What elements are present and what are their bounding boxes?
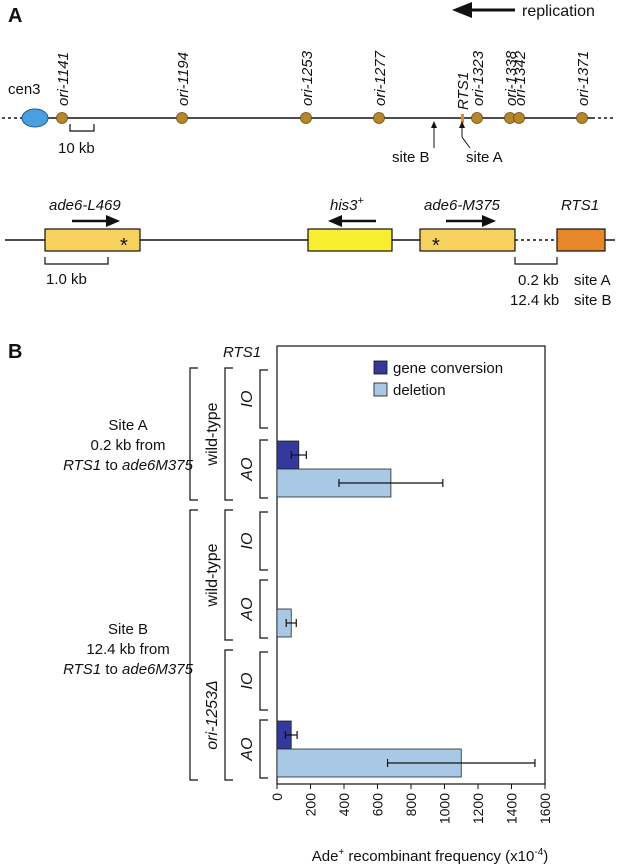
orientation-label-6: AO [239,737,256,761]
scale-label-10kb: 10 kb [58,140,95,157]
bracket-wt-a [224,367,233,501]
legend-label-deletion: deletion [393,382,446,399]
origin-dot-1371 [576,112,588,124]
gene-label-ade6-l469: ade6-L469 [49,197,121,214]
x-axis: 0 200 400 600 800 1000 1200 1400 1600 [269,784,553,824]
site-a-group-line3: RTS1 to ade6M375 [63,457,193,474]
site-a-group-line2: 0.2 kb from [90,437,165,454]
bracket-site-b [189,509,198,781]
origin-dot-1253 [300,112,312,124]
origins-group: ori-1141 ori-1194 ori-1253 ori-1277 ori-… [55,50,592,124]
genotype-label-ori-b: ori-1253Δ [204,680,221,749]
x-tick-label-800: 800 [403,793,419,817]
bracket-ori-b [224,649,233,781]
site-b-group-line2: 12.4 kb from [86,641,169,658]
origin-label-1194: ori-1194 [175,52,192,106]
panel-b-label: B [8,341,22,363]
centromere-marker [21,108,49,128]
distance-a-value: 0.2 kb [518,272,559,289]
site-a-group-line1: Site A [108,417,147,434]
plot-frame [276,345,546,785]
x-tick-label-400: 400 [336,793,352,817]
x-tick-label-1000: 1000 [437,793,453,824]
x-tick-label-600: 600 [370,793,386,817]
x-axis-title: Ade+ recombinant frequency (x10-4) [312,847,549,865]
bracket-site-a [189,367,198,501]
x-tick-label-1600: 1600 [537,793,553,824]
distance-bracket [514,257,558,265]
origin-dot-1323 [471,112,483,124]
origin-label-1342: ori-1342 [512,50,529,106]
asterisk-ade6-l469: * [120,235,128,257]
bracket-row-4 [259,579,268,639]
asterisk-ade6-m375: * [432,235,440,257]
distance-a-site: site A [574,272,611,289]
genotype-label-wt-a: wild-type [204,402,221,466]
origin-label-1141: ori-1141 [55,52,72,106]
arrow-head-his3 [328,215,342,227]
orientation-label-2: AO [239,457,256,481]
legend-swatch-deletion [373,382,388,397]
x-tick-label-0: 0 [269,793,285,801]
x-tick-label-1400: 1400 [504,793,520,824]
panel-a-label: A [8,5,22,27]
legend-label-gene-conversion: gene conversion [393,360,503,377]
bracket-wt-b [224,509,233,641]
site-b-group-line3: RTS1 to ade6M375 [63,661,193,678]
orientation-label-3: IO [239,533,256,550]
distance-b-value: 12.4 kb [510,292,559,309]
site-a-pointer-head [459,121,465,128]
rts1-header: RTS1 [223,344,261,361]
legend: gene conversion deletion [373,360,503,399]
origin-dot-1277 [373,112,385,124]
origin-label-1277: ori-1277 [372,50,389,106]
gene-box-his3 [307,228,393,252]
site-b-group-line1: Site B [108,621,148,638]
bracket-row-3 [259,511,268,571]
origin-dot-1141 [56,112,68,124]
origin-label-1371: ori-1371 [575,51,592,106]
rts1-chrom-label: RTS1 [455,72,472,110]
orientation-label-5: IO [239,673,256,690]
gene-box-ade6-l469 [44,228,141,252]
rts1-marker [461,114,464,123]
distance-b-site: site B [574,292,612,309]
orientation-label-4: AO [239,597,256,621]
legend-swatch-gene-conversion [373,360,388,375]
bars-group [276,440,536,778]
gene-label-his3: his3+ [330,195,364,214]
site-b-label: site B [392,149,430,166]
scale-label-1kb: 1.0 kb [46,271,87,288]
site-a-label: site A [466,149,503,166]
bracket-row-5 [259,651,268,711]
x-tick-label-1200: 1200 [470,793,486,824]
origin-dot-1194 [176,112,188,124]
scale-bar-1kb [44,257,109,265]
site-b-pointer-head [431,121,437,128]
genotype-label-wt-b: wild-type [204,543,221,607]
origin-label-1253: ori-1253 [299,50,316,106]
gene-label-rts1: RTS1 [561,197,599,214]
centromere-label: cen3 [8,81,41,98]
gene-label-ade6-m375: ade6-M375 [424,197,501,214]
bracket-row-6 [259,719,268,779]
arrow-head-ade6-l469 [106,215,120,227]
x-tick-label-200: 200 [303,793,319,817]
replication-arrow-head [452,2,472,18]
arrow-head-ade6-m375 [482,215,496,227]
origin-label-1323: ori-1323 [470,50,487,106]
scale-bar-10kb [69,124,95,132]
origin-label-1338: ori-1338 [503,50,520,106]
origin-dot-1342 [513,112,525,124]
bracket-row-2 [259,439,268,499]
gene-box-ade6-m375 [419,228,516,252]
bracket-row-1 [259,369,268,429]
replication-label: replication [522,3,595,20]
orientation-label-1: IO [239,391,256,408]
gene-box-rts1 [556,228,606,252]
